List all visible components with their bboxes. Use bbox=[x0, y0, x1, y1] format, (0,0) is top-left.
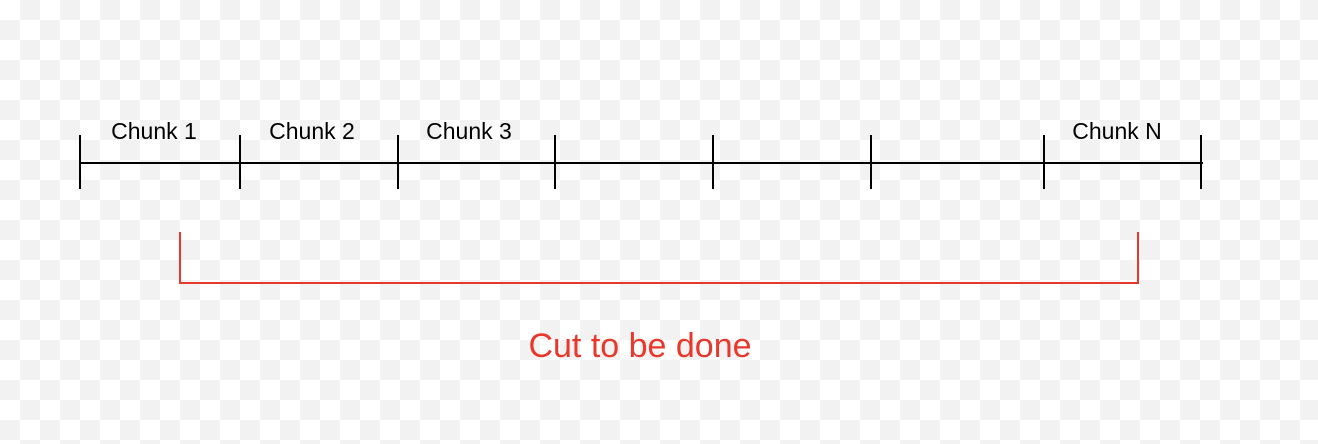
chunk-label-1: Chunk 1 bbox=[111, 118, 197, 144]
cut-bracket bbox=[179, 232, 1139, 284]
cut-label: Cut to be done bbox=[528, 327, 751, 365]
tick-marks bbox=[79, 135, 1202, 189]
chunk-label-3: Chunk 3 bbox=[426, 118, 512, 144]
chunk-label-n: Chunk N bbox=[1072, 118, 1161, 144]
chunk-label-2: Chunk 2 bbox=[269, 118, 355, 144]
